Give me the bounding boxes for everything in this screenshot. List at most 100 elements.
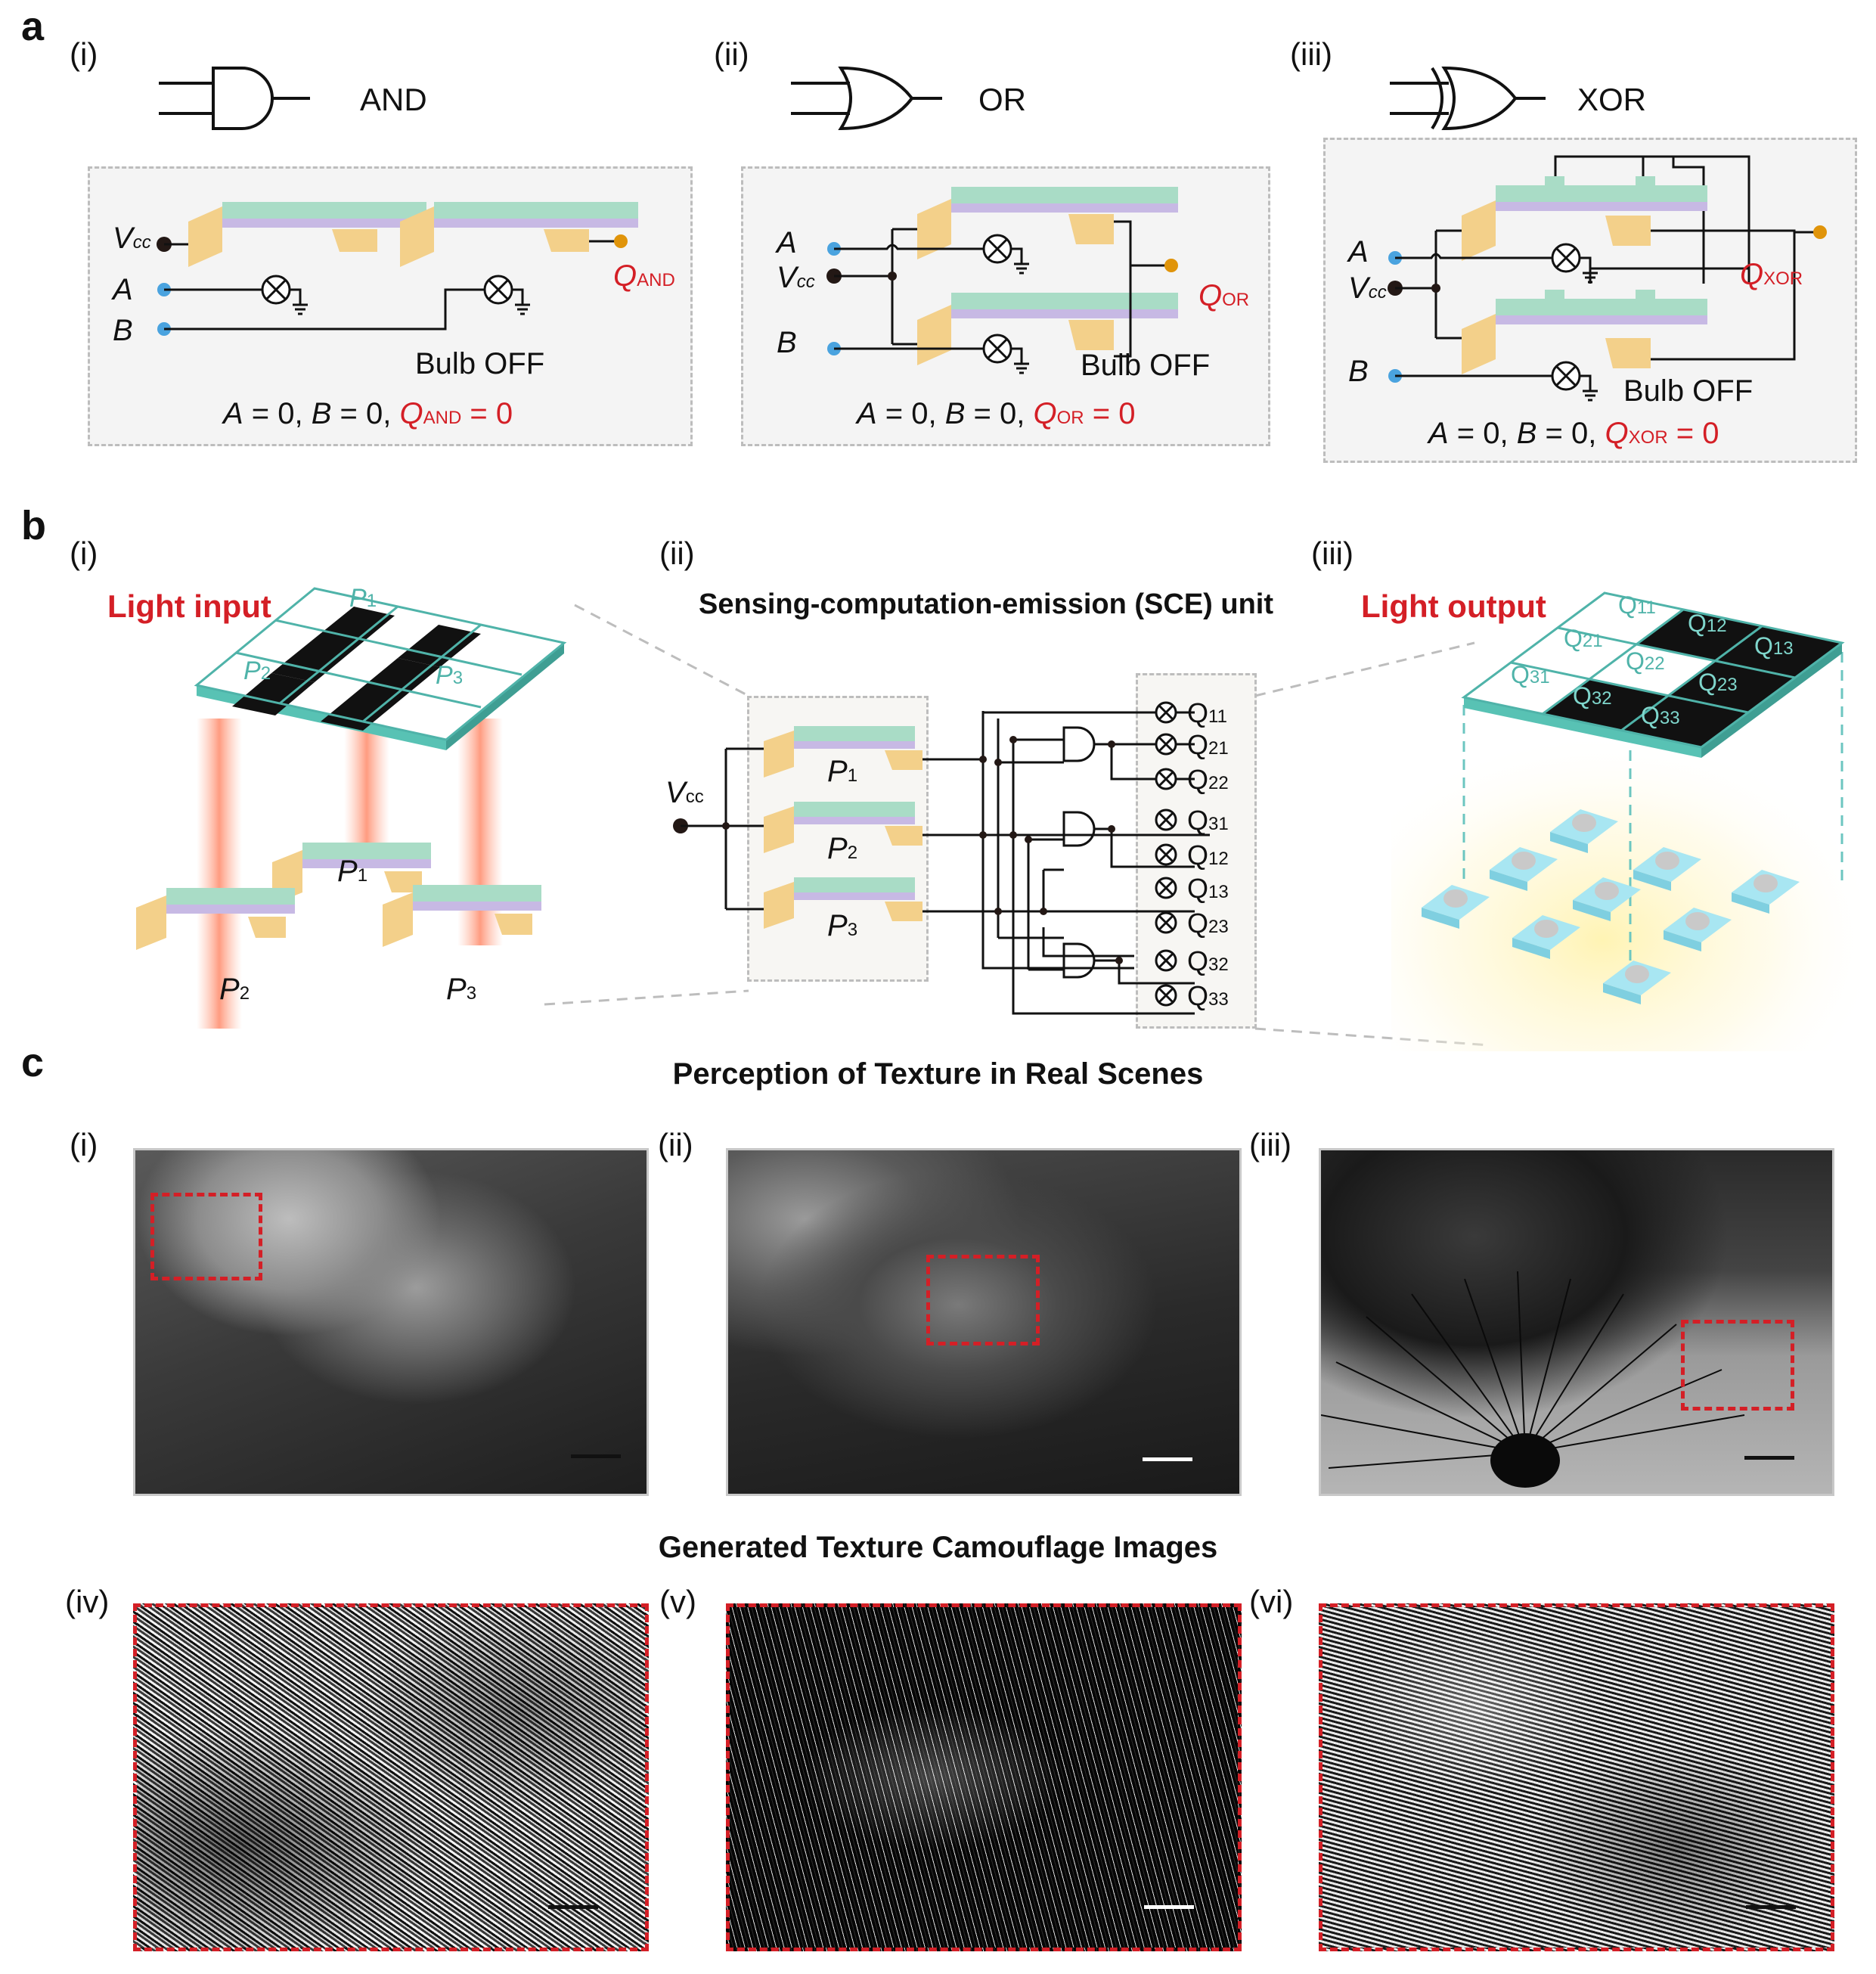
sea-urchin-photo-iii — [1319, 1148, 1834, 1496]
scale-bar-iv — [548, 1905, 598, 1909]
roi-box-iii — [1681, 1320, 1794, 1411]
camouflage-heading: Generated Texture Camouflage Images — [658, 1531, 1218, 1564]
sce-unit-title: Sensing-computation-emission (SCE) unit — [699, 588, 1274, 620]
generated-iv-label: (iv) — [65, 1584, 110, 1619]
q-output-12: Q12 — [1187, 840, 1229, 871]
generated-texture-vi — [1319, 1603, 1834, 1951]
out-grid-31: Q31 — [1511, 661, 1550, 688]
or-circuit-diagram — [826, 187, 1178, 374]
input-pixel-p3 — [321, 658, 440, 731]
sce-output-bulbs — [1155, 701, 1177, 1007]
and-gate-symbol — [159, 67, 310, 130]
out-grid-22: Q22 — [1626, 647, 1665, 675]
xor-gate-symbol — [1390, 66, 1546, 131]
xor-bulb-status: Bulb OFF — [1623, 374, 1754, 408]
sce-device-p2 — [764, 802, 922, 853]
perception-heading: Perception of Texture in Real Scenes — [672, 1057, 1204, 1091]
panel-a-iii-label: (iii) — [1290, 36, 1332, 72]
out-grid-13: Q13 — [1754, 632, 1794, 660]
and-circuit-box: Vcc A B QAND Bulb OFF A = 0, B = 0, QAND… — [88, 166, 693, 446]
coral-photo-i — [133, 1148, 649, 1496]
generated-texture-iv — [133, 1603, 649, 1951]
xor-input-a-label: A — [1348, 235, 1369, 268]
xor-gate-name: XOR — [1577, 82, 1647, 117]
led-array — [1422, 809, 1800, 1004]
panel-a-i-label: (i) — [70, 36, 98, 72]
out-grid-33: Q33 — [1641, 702, 1680, 729]
photo-iii-label: (iii) — [1249, 1127, 1291, 1162]
light-output-illustration — [1391, 591, 1860, 1051]
q-output-11: Q11 — [1187, 697, 1227, 728]
or-circuit-box: A Vcc B QOR Bulb OFF A = 0, B = 0, QOR =… — [741, 166, 1270, 446]
or-gate-name: OR — [978, 82, 1026, 117]
xor-truth-equation: A = 0, B = 0, QXOR = 0 — [1428, 417, 1719, 450]
xor-output-label: QXOR — [1740, 258, 1803, 291]
q-output-23: Q23 — [1187, 908, 1229, 939]
panel-b-letter: b — [21, 503, 46, 548]
photo-ii-label: (ii) — [658, 1127, 693, 1162]
scale-bar-ii — [1143, 1457, 1192, 1461]
light-input-title: Light input — [107, 588, 271, 624]
or-gate-symbol — [791, 66, 942, 131]
sce-label-p2: P2 — [827, 832, 858, 865]
grid-label-p3: P3 — [436, 661, 464, 690]
grid-label-p1: P1 — [349, 584, 377, 613]
generated-texture-v — [726, 1603, 1242, 1951]
panel-a-letter: a — [21, 4, 45, 49]
and-truth-equation: A = 0, B = 0, QAND = 0 — [223, 397, 513, 430]
sce-device-p3 — [764, 877, 922, 929]
q-output-22: Q22 — [1187, 764, 1229, 795]
or-input-a-label: A — [777, 226, 797, 259]
panel-b-iii-label: (iii) — [1311, 535, 1354, 571]
zoom-guides — [544, 604, 1490, 1047]
scale-bar-iii — [1744, 1456, 1794, 1460]
light-beam-p1 — [344, 719, 389, 855]
q-output-21: Q21 — [1187, 729, 1229, 760]
or-output-label: QOR — [1198, 279, 1250, 312]
out-grid-12: Q12 — [1688, 610, 1727, 637]
q-output-31: Q31 — [1187, 805, 1229, 836]
sce-label-p3: P3 — [827, 909, 858, 942]
and-bulb-status: Bulb OFF — [415, 347, 545, 380]
xor-input-b-label: B — [1348, 355, 1369, 388]
roi-box-i — [150, 1193, 262, 1280]
panel-c-letter: c — [21, 1040, 45, 1085]
and-vcc-label: Vcc — [113, 222, 151, 255]
urchin-spines — [1321, 1271, 1745, 1488]
and-input-b-label: B — [113, 314, 133, 347]
panel-b-ii-label: (ii) — [659, 535, 695, 571]
xor-circuit-box: A Vcc B QXOR Bulb OFF A = 0, B = 0, QXOR… — [1323, 138, 1857, 463]
roi-box-ii — [926, 1255, 1040, 1345]
sce-vcc-label: Vcc — [665, 776, 704, 809]
or-bulb-status: Bulb OFF — [1081, 349, 1211, 382]
light-beam-p3 — [457, 719, 503, 945]
and-input-a-label: A — [113, 273, 133, 306]
q-output-13: Q13 — [1187, 873, 1229, 904]
scale-bar-v — [1144, 1905, 1194, 1909]
sce-label-p1: P1 — [827, 755, 858, 788]
photo-i-label: (i) — [70, 1127, 98, 1162]
sce-device-p1 — [764, 726, 922, 777]
and-output-label: QAND — [613, 259, 675, 293]
generated-vi-label: (vi) — [1249, 1584, 1294, 1619]
panel-a-ii-label: (ii) — [714, 36, 749, 72]
xor-circuit-diagram — [1388, 155, 1827, 402]
grid-label-p2: P2 — [243, 656, 271, 685]
device-label-p3: P3 — [446, 973, 477, 1006]
scale-bar-i — [571, 1454, 621, 1458]
coral-photo-ii — [726, 1148, 1242, 1496]
out-grid-11: Q11 — [1618, 591, 1656, 619]
generated-v-label: (v) — [659, 1584, 696, 1619]
q-output-32: Q32 — [1187, 945, 1229, 976]
light-input-illustration — [136, 587, 567, 1029]
or-truth-equation: A = 0, B = 0, QOR = 0 — [857, 397, 1136, 430]
scale-bar-vi — [1746, 1905, 1796, 1909]
device-label-p2: P2 — [219, 973, 250, 1006]
out-grid-21: Q21 — [1564, 625, 1603, 652]
panel-b-i-label: (i) — [70, 535, 98, 571]
sce-circuit-diagram — [673, 701, 1210, 1015]
or-input-b-label: B — [777, 326, 797, 359]
and-circuit-diagram — [157, 202, 638, 336]
device-label-p1: P1 — [337, 855, 368, 888]
xor-vcc-label: Vcc — [1348, 272, 1387, 305]
